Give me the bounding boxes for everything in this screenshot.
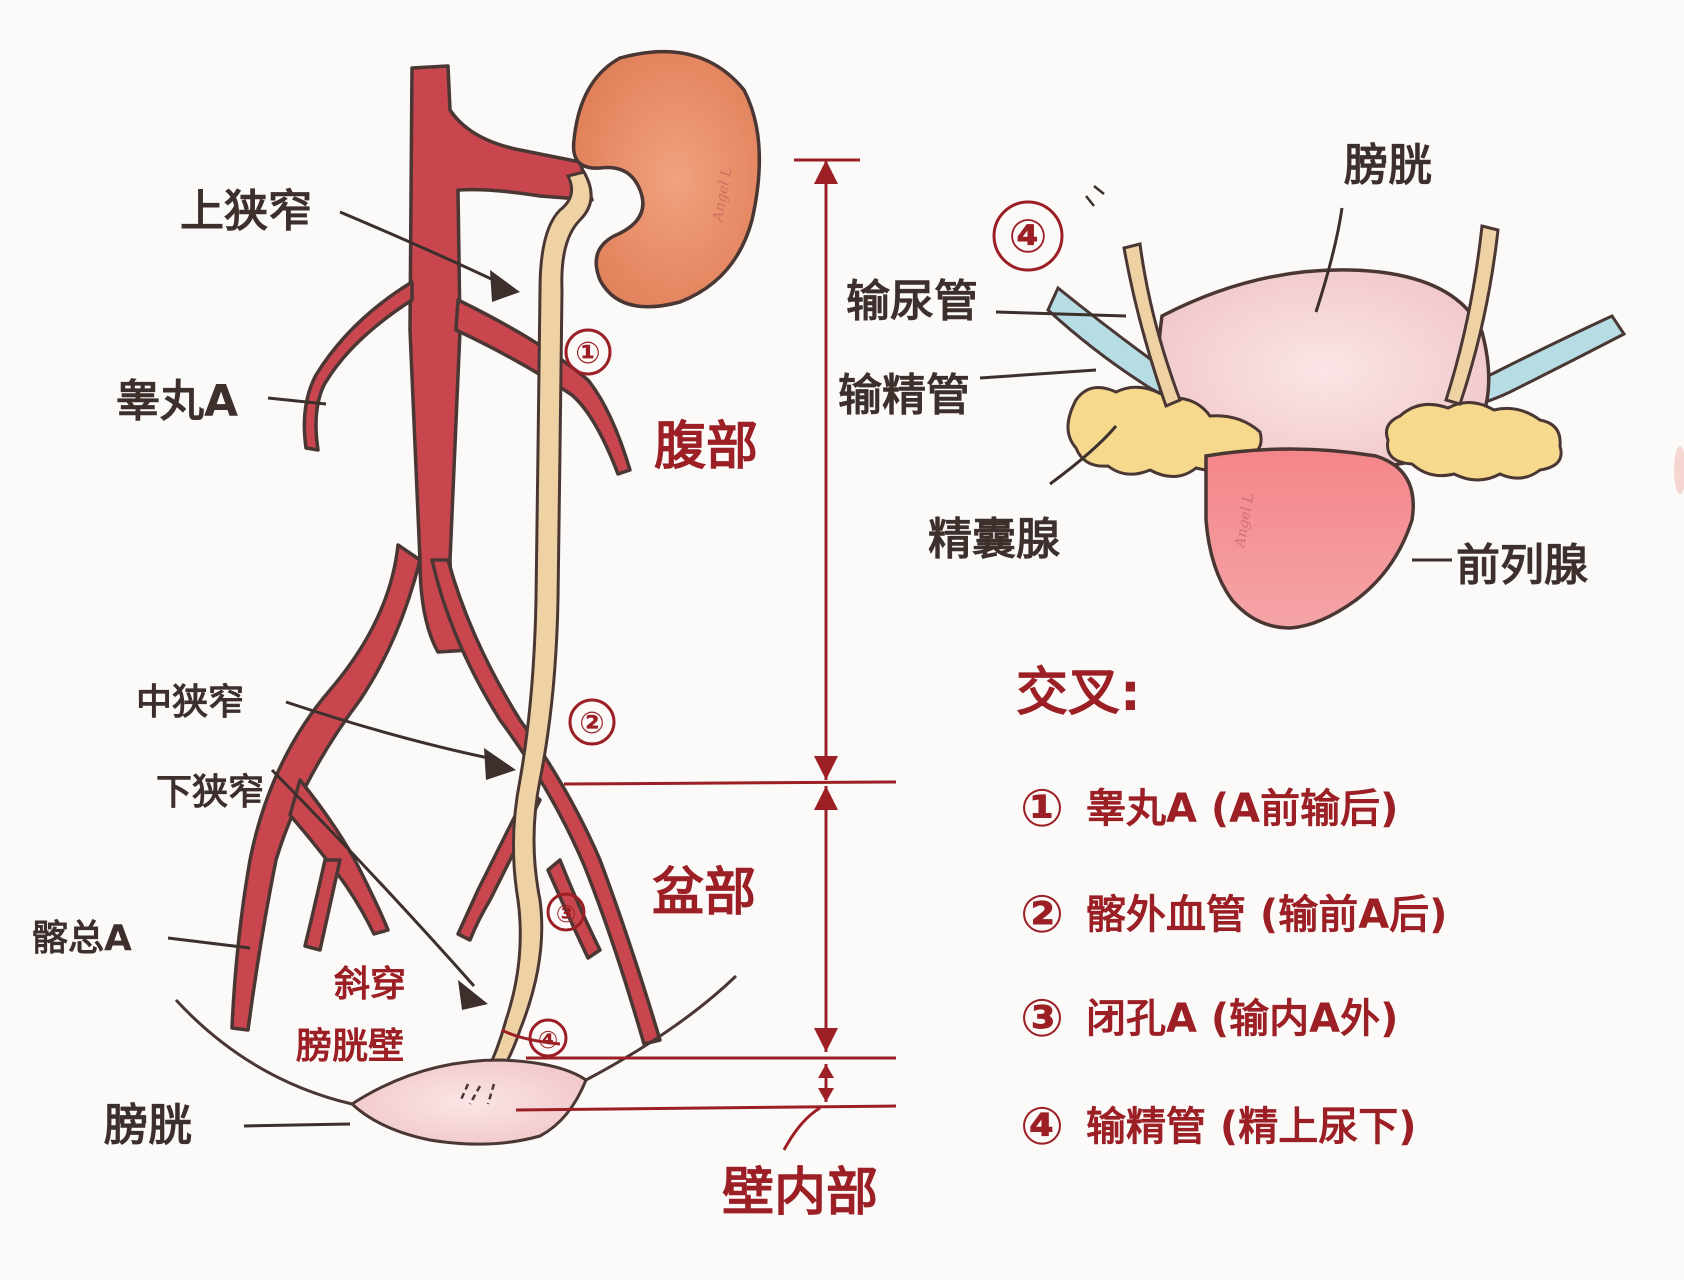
pointer-lines-right [979, 207, 1452, 562]
ureters-right [1122, 224, 1500, 409]
label-vas-deferens: 输精管 [838, 370, 970, 421]
arrowheads [458, 270, 520, 1010]
intramural-dashes [458, 1083, 496, 1105]
label-seminal-vesicle: 精囊腺 [928, 514, 1061, 565]
pointer-lines [167, 210, 503, 1128]
label-bladder-wall: 膀胱壁 [295, 1026, 404, 1067]
dimension-lines [501, 158, 897, 1151]
crossings-legend: 交叉: ① 睾丸A (A前输后) ② 髂外血管 (输前A后) ③ 闭孔A (输内… [1016, 663, 1447, 1157]
label-prostate: 前列腺 [1456, 540, 1589, 591]
pelvic-floor-line [174, 974, 738, 1106]
legend-marker-3: ③ [1020, 989, 1064, 1049]
aorta-and-iliac-arteries [230, 64, 662, 1046]
crossing-markers-left: ① ② ③ ④ [528, 328, 616, 1058]
label-abdominal-part: 腹部 [654, 417, 758, 477]
label-upper-narrow: 上狭窄 [180, 186, 312, 237]
legend-marker-4: ④ [1020, 1097, 1064, 1157]
legend-item-4: 输精管 (精上尿下) [1086, 1104, 1417, 1150]
label-bladder: 膀胱 [103, 1100, 192, 1151]
label-common-iliac-a: 髂总A [32, 918, 132, 959]
label-pelvic-part: 盆部 [652, 863, 756, 923]
label-oblique-through: 斜穿 [334, 964, 406, 1005]
legend-item-1: 睾丸A (A前输后) [1086, 786, 1398, 832]
marker-1: ① [575, 336, 600, 371]
marker-4-right: ④ [1009, 209, 1048, 263]
small-ticks [1085, 185, 1105, 207]
bladder-left [349, 1058, 588, 1146]
kidney [571, 49, 762, 309]
prostate [1204, 447, 1415, 630]
dimension-arrowheads [814, 160, 838, 1102]
marker-4: ④ [538, 1026, 558, 1054]
legend-item-3: 闭孔A (输内A外) [1086, 996, 1398, 1042]
legend-marker-2: ② [1020, 885, 1064, 945]
label-testicular-a: 睾丸A [116, 376, 238, 427]
label-middle-narrow: 中狭窄 [136, 681, 244, 723]
label-lower-narrow: 下狭窄 [156, 771, 264, 813]
ureter [481, 170, 593, 1082]
label-ureter: 输尿管 [846, 276, 978, 327]
label-intramural-part: 壁内部 [722, 1163, 878, 1223]
marker-2: ② [579, 706, 604, 741]
legend-marker-1: ① [1020, 779, 1064, 839]
legend-item-2: 髂外血管 (输前A后) [1086, 892, 1447, 938]
right-crossing-marker: ④ [992, 200, 1064, 272]
marker-3: ③ [556, 900, 576, 928]
edge-smudge [1674, 446, 1684, 494]
legend-title: 交叉: [1016, 663, 1141, 723]
label-bladder-right: 膀胱 [1343, 140, 1432, 191]
